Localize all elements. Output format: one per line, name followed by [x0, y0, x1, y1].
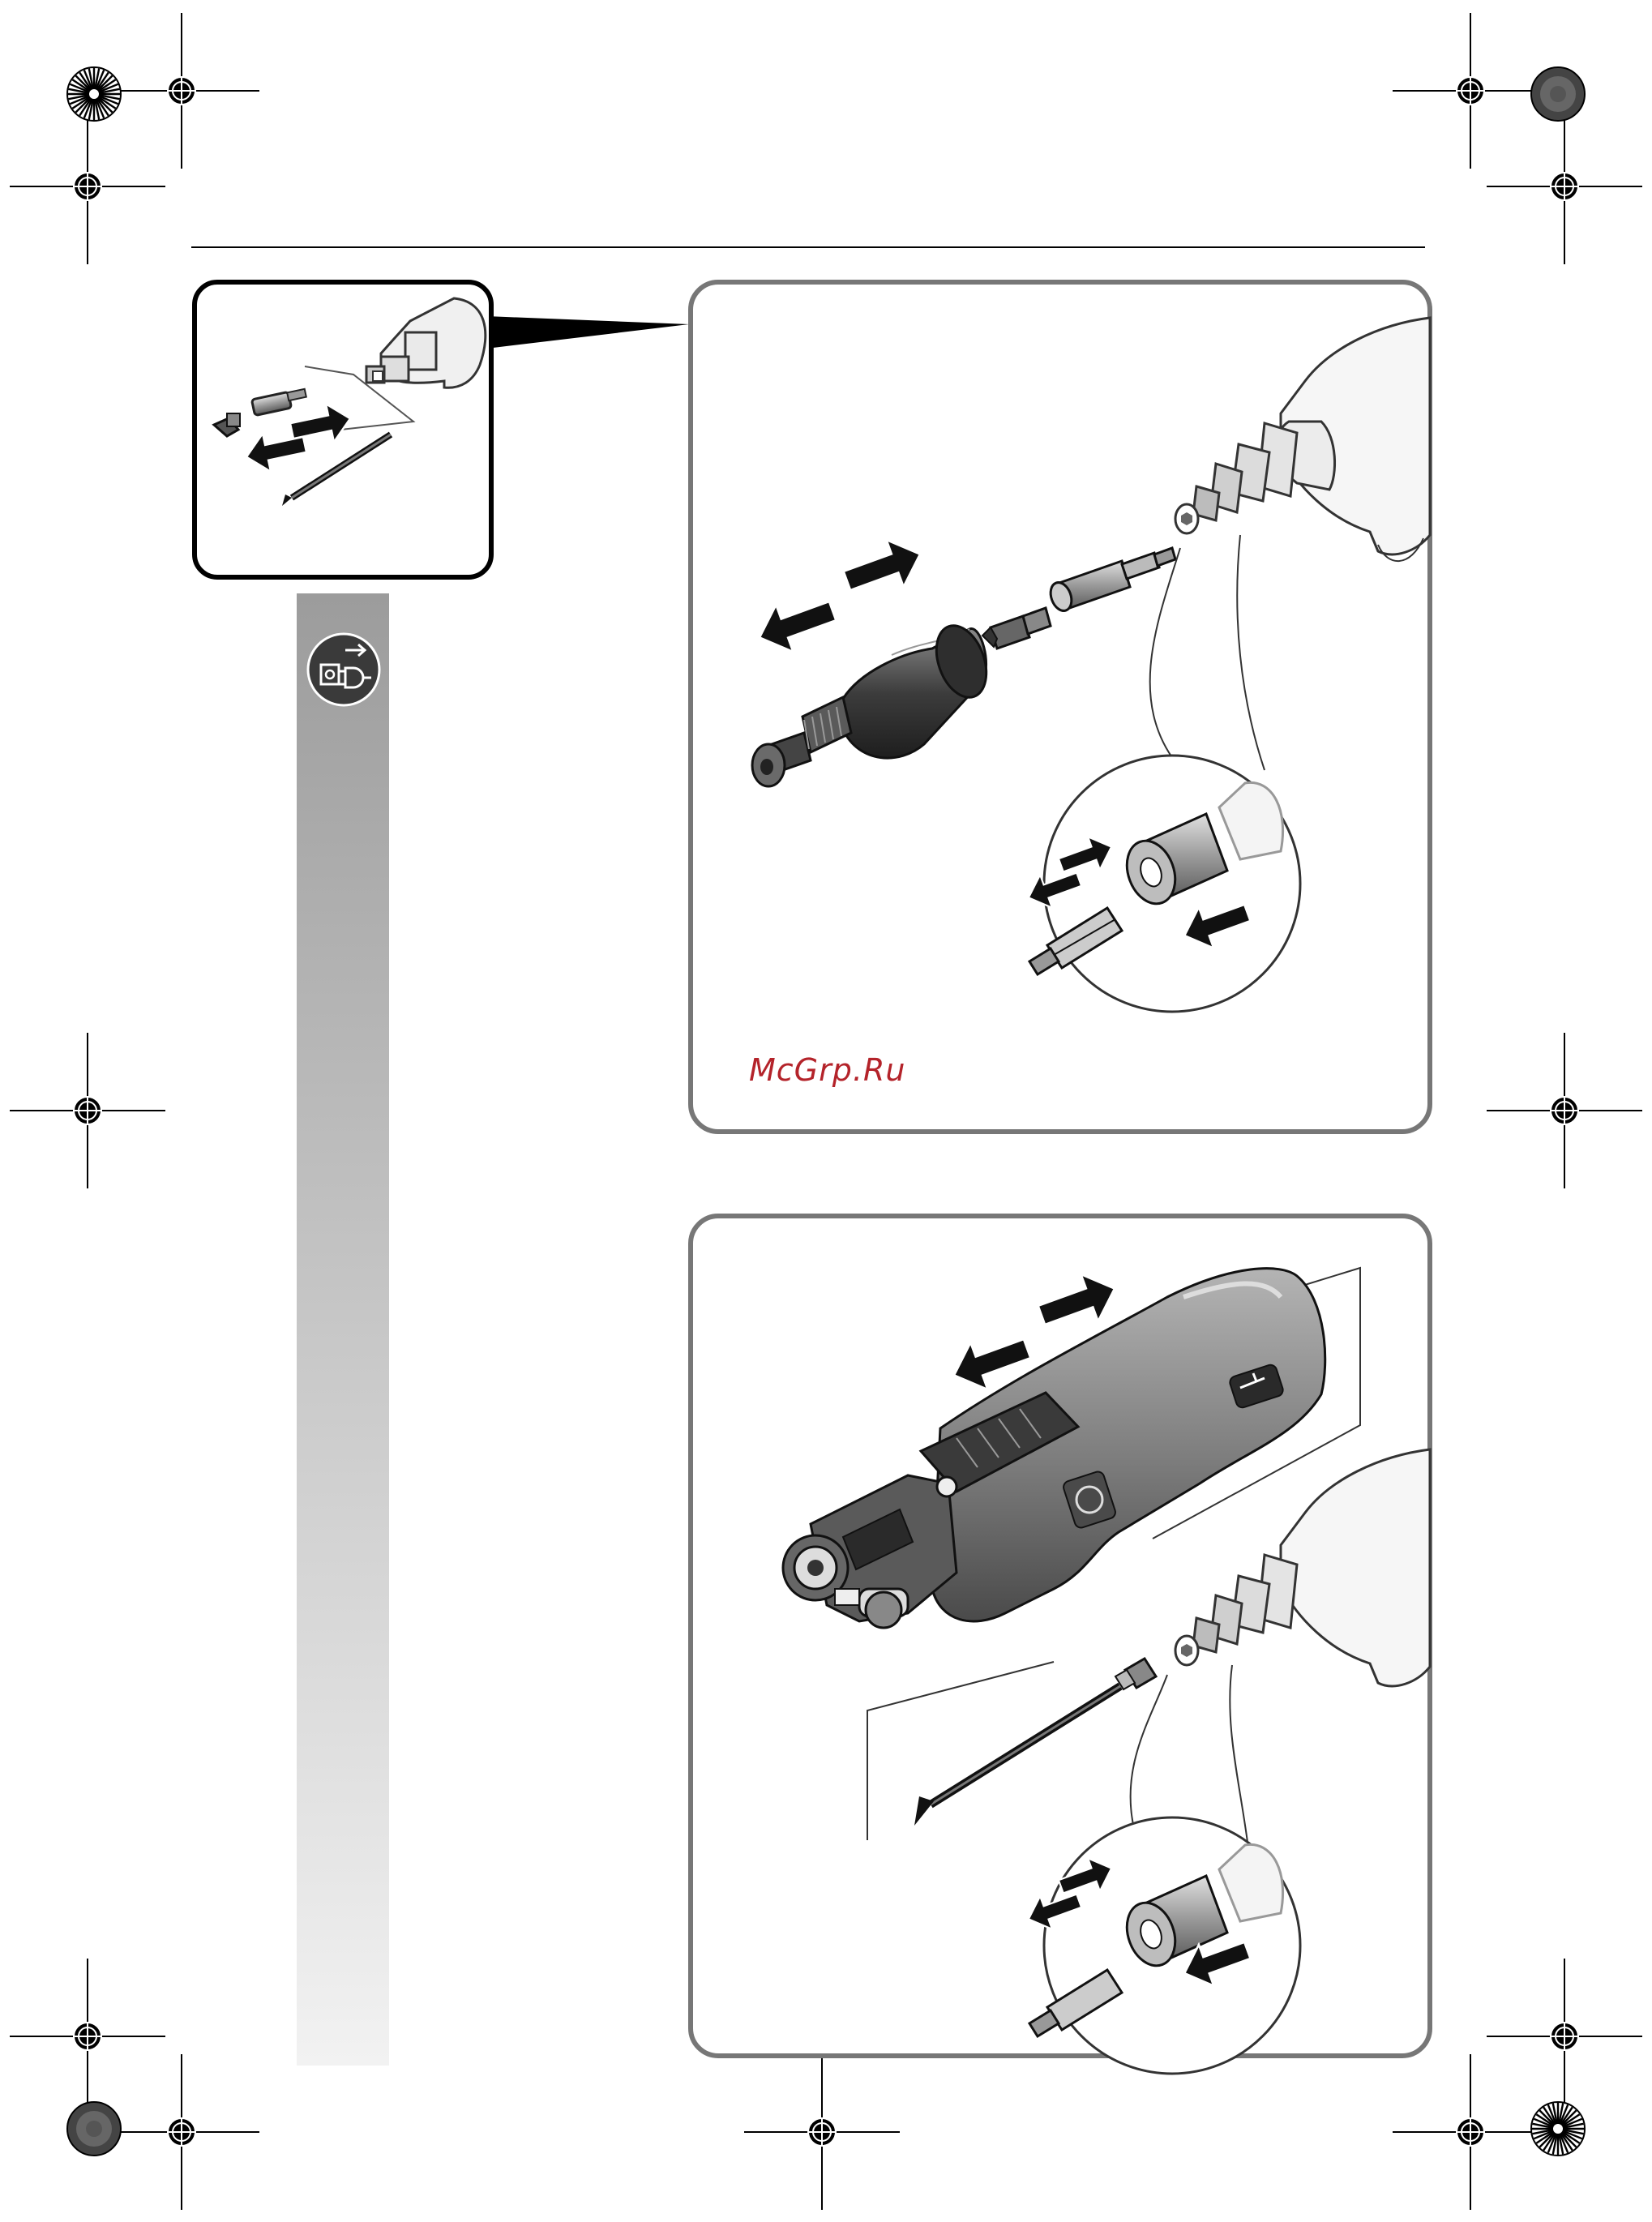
registration-mark-icon: [1487, 1033, 1642, 1188]
color-calibration-target-icon: [1531, 2102, 1585, 2156]
registration-mark-icon: [1393, 13, 1548, 169]
color-calibration-target-icon: [67, 2102, 121, 2156]
color-calibration-target-icon: [1531, 67, 1585, 121]
watermark-text: McGrp.Ru: [749, 1052, 905, 1088]
figure-autofeed-magazine: [691, 1216, 1430, 2074]
registration-mark-icon: [1487, 109, 1642, 264]
registration-mark-icon: [1393, 2054, 1548, 2210]
registration-mark-icon: [10, 1033, 165, 1188]
sidebar-strip: [297, 593, 389, 2066]
color-calibration-target-icon: [67, 67, 121, 121]
registration-mark-icon: [104, 2054, 259, 2210]
figure-bit-holder-and-depth-locator: [691, 282, 1430, 1132]
registration-mark-icon: [1487, 1959, 1642, 2114]
registration-mark-icon: [10, 1959, 165, 2114]
registration-mark-icon: [104, 13, 259, 169]
registration-mark-icon: [744, 2054, 900, 2210]
unplug-before-work-icon: [308, 634, 379, 705]
overview-thumbnail: [195, 282, 689, 577]
registration-mark-icon: [10, 109, 165, 264]
